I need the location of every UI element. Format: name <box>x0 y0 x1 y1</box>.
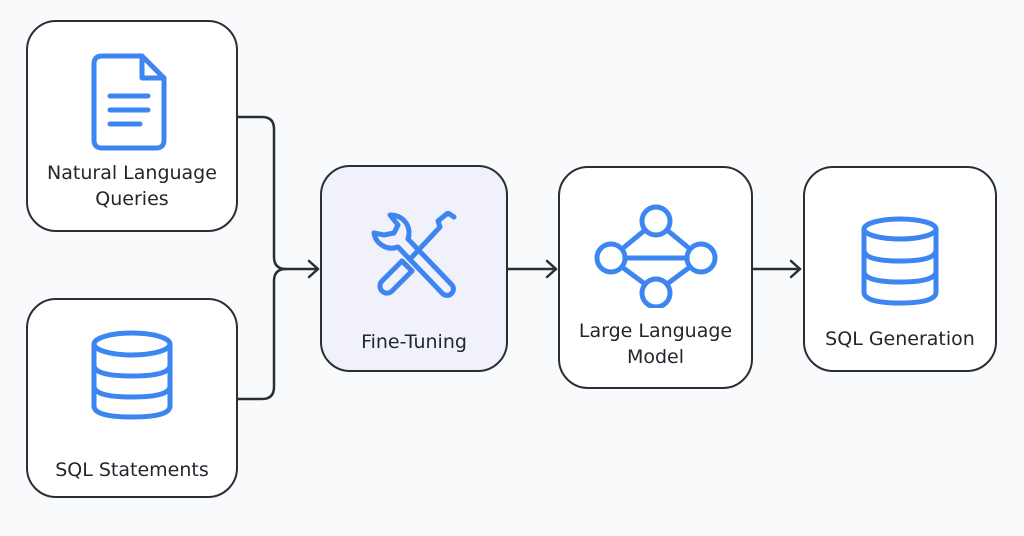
arrowhead-fine-tuning <box>307 259 320 279</box>
node-large-language-model: Large Language Model <box>558 166 753 389</box>
edge-nl-queries-to-merge <box>236 115 288 271</box>
node-label: Large Language Model <box>578 320 733 368</box>
node-sql-statements: SQL Statements <box>26 298 238 498</box>
database-icon <box>861 216 939 306</box>
node-fine-tuning: Fine-Tuning <box>320 165 508 372</box>
edge-sql-statements-to-merge <box>236 267 288 401</box>
node-label: Fine-Tuning <box>361 331 467 353</box>
node-label: SQL Generation <box>825 328 975 350</box>
arrowhead-sql-generation <box>789 259 802 279</box>
node-natural-language-queries: Natural Language Queries <box>26 20 238 232</box>
node-label: Natural Language Queries <box>47 162 217 210</box>
node-sql-generation: SQL Generation <box>803 166 997 372</box>
network-graph-icon <box>594 204 717 308</box>
wrench-screwdriver-icon <box>371 211 457 298</box>
node-label: SQL Statements <box>55 459 209 481</box>
database-icon <box>91 330 173 420</box>
document-icon <box>91 53 167 151</box>
arrowhead-llm <box>545 259 558 279</box>
